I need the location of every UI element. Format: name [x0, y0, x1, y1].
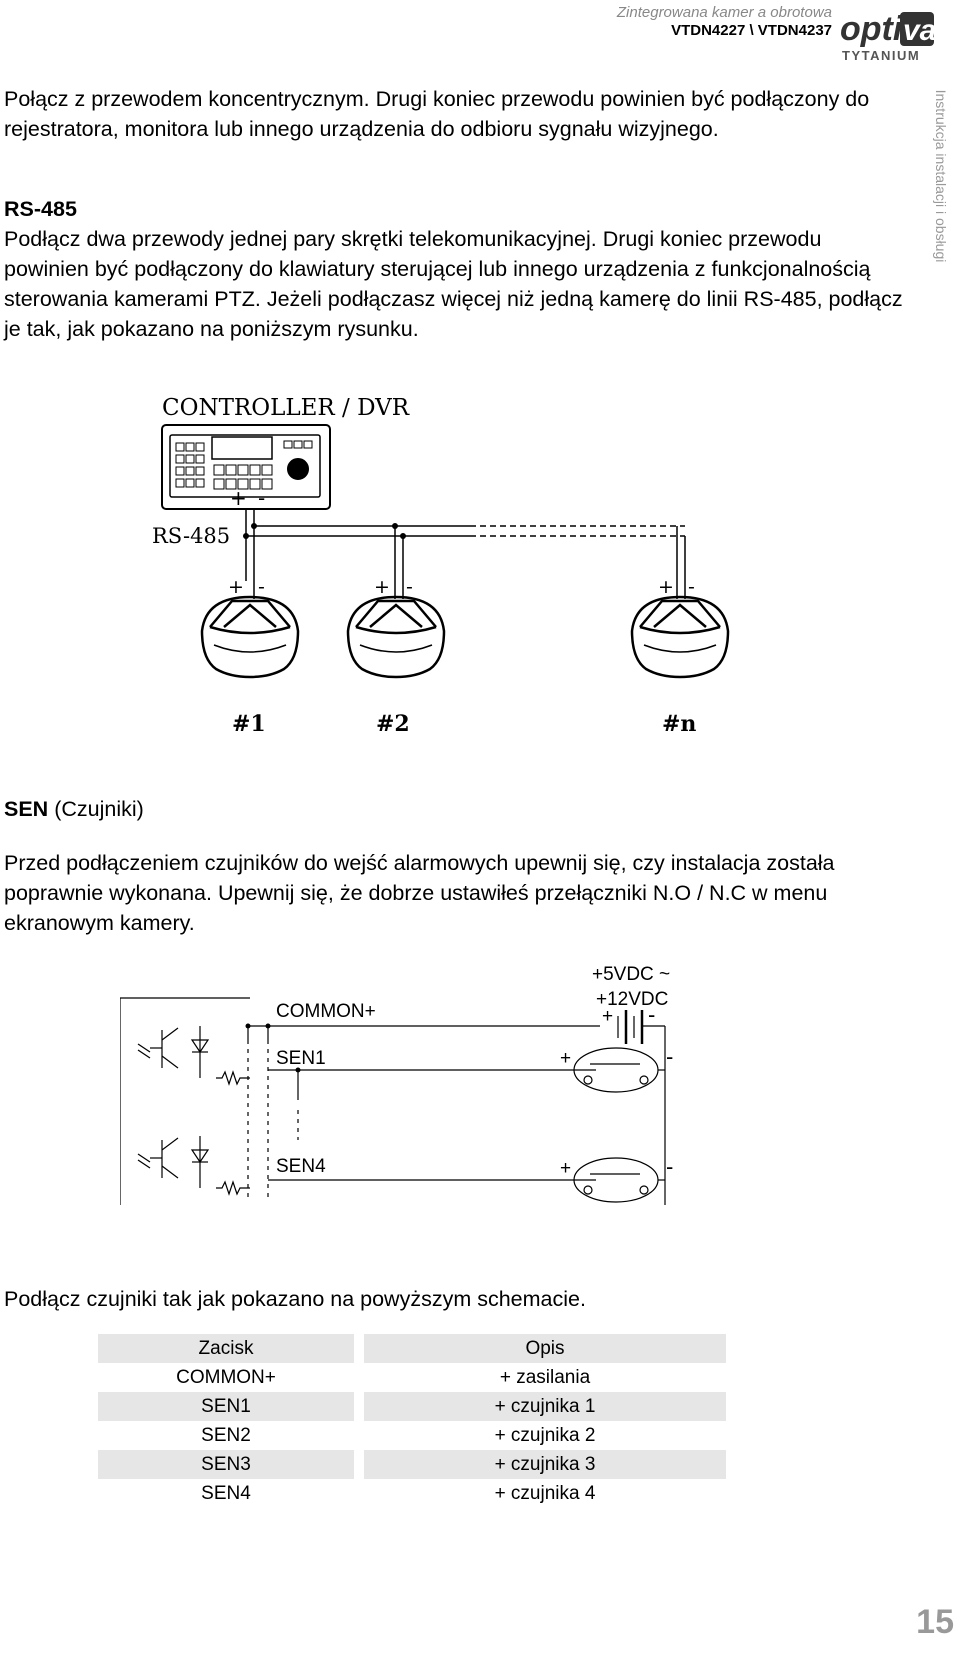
controller-plus-label: + [230, 486, 247, 510]
sensor-note: Podłącz czujniki tak jak pokazano na pow… [4, 1287, 586, 1311]
dome-camera-icon [200, 595, 300, 679]
terminal-cell: SEN3 [98, 1450, 354, 1479]
table-row: SEN3 + czujnika 3 [98, 1450, 726, 1479]
brand-logo: opti va TYTANIUM [840, 10, 936, 62]
description-cell: + czujnika 2 [494, 1424, 596, 1446]
table-header-row: Zacisk Opis [98, 1334, 726, 1363]
description-cell: + zasilania [499, 1366, 591, 1388]
common-label: COMMON+ [276, 1001, 376, 1022]
document-subtitle: Zintegrowana kamer a obrotowa [616, 4, 832, 21]
table-row: COMMON+ + zasilania [98, 1363, 726, 1392]
supply-voltage-line2: +12VDC [596, 989, 668, 1010]
description-cell: + czujnika 4 [494, 1482, 596, 1504]
controller-title: CONTROLLER / DVR [162, 395, 410, 421]
cam2-plus-label: + [374, 576, 390, 598]
camera-2-label: #2 [376, 711, 410, 737]
description-cell: + czujnika 3 [364, 1450, 726, 1479]
table-row: SEN4 + czujnika 4 [98, 1479, 726, 1508]
sensor1-plus: + [560, 1048, 571, 1069]
controller-keyboard-icon [161, 424, 331, 510]
coax-paragraph: Połącz z przewodem koncentrycznym. Drugi… [4, 87, 870, 141]
terminal-cell: SEN1 [98, 1392, 354, 1421]
battery-plus: + [602, 1006, 613, 1027]
cam1-minus-label: - [258, 576, 265, 598]
rs485-paragraph: Podłącz dwa przewody jednej pary skrętki… [4, 227, 903, 341]
dome-camera-icon [346, 595, 446, 679]
rs485-wiring-diagram: CONTROLLER / DVR + - RS-485 + [152, 395, 730, 737]
table-row: SEN2 + czujnika 2 [98, 1421, 726, 1450]
sensor4-plus: + [560, 1158, 571, 1179]
supply-voltage-line1: +5VDC ~ [592, 964, 670, 985]
svg-text:opti: opti [840, 10, 904, 48]
sen1-label: SEN1 [276, 1048, 326, 1069]
model-numbers: VTDN4227 \ VTDN4237 [671, 22, 832, 39]
terminal-cell: SEN2 [201, 1424, 251, 1446]
column-header: Zacisk [98, 1334, 354, 1363]
terminal-cell: COMMON+ [176, 1366, 276, 1388]
terminal-table: Zacisk Opis COMMON+ + zasilania SEN1 + c… [98, 1334, 726, 1508]
side-margin-label: Instrukcja instalacji i obsługi [933, 89, 949, 262]
table-row: SEN1 + czujnika 1 [98, 1392, 726, 1421]
camn-plus-label: + [658, 576, 674, 598]
sen-heading: SEN (Czujniki) [4, 797, 144, 821]
svg-text:va: va [903, 14, 936, 47]
svg-text:TYTANIUM: TYTANIUM [842, 48, 920, 62]
camera-n-label: #n [662, 711, 696, 737]
sen-paragraph: Przed podłączeniem czujników do wejść al… [4, 851, 835, 935]
sensor1-minus: - [666, 1044, 673, 1069]
camn-minus-label: - [688, 576, 695, 598]
battery-minus: - [648, 1002, 655, 1027]
camera-1-label: #1 [232, 711, 266, 737]
sensor-wiring-diagram: +5VDC ~ +12VDC COMMON+ SEN1 SEN4 + - + -… [120, 964, 673, 1205]
sen4-label: SEN4 [276, 1156, 326, 1177]
column-header: Opis [364, 1334, 726, 1363]
controller-minus-label: - [258, 486, 265, 510]
cam1-plus-label: + [228, 576, 244, 598]
page-number: 15 [916, 1603, 954, 1641]
rs485-bus-label: RS-485 [152, 524, 230, 548]
rs485-heading: RS-485 [4, 197, 77, 221]
dome-camera-icon [630, 595, 730, 679]
description-cell: + czujnika 1 [364, 1392, 726, 1421]
cam2-minus-label: - [406, 576, 413, 598]
terminal-cell: SEN4 [201, 1482, 251, 1504]
sensor4-minus: - [666, 1154, 673, 1179]
